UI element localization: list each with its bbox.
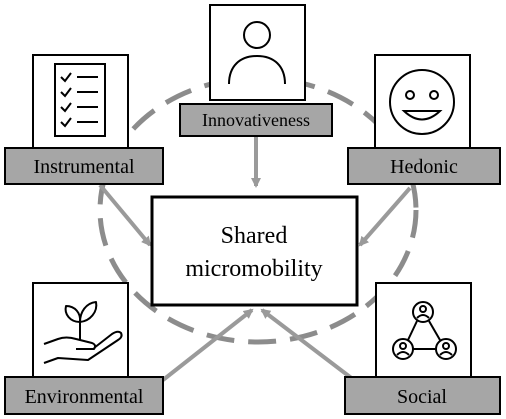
instrumental-icon-box: [32, 54, 129, 151]
innovativeness-label: Innovativeness: [202, 110, 310, 130]
environmental-label: Environmental: [25, 386, 144, 408]
center-box: [150, 195, 359, 307]
factor-instrumental: Instrumental: [4, 54, 164, 185]
instrumental-label-box: [4, 147, 164, 185]
hedonic-label: Hedonic: [390, 156, 458, 178]
environmental-label-box: [4, 376, 164, 415]
factor-innovativeness: Innovativeness: [179, 4, 333, 137]
social-icon-box: [375, 282, 472, 379]
person-icon: [228, 21, 286, 85]
social-label-box: [344, 376, 501, 415]
center-label-line2: micromobility: [185, 256, 322, 282]
arrow-social: [260, 308, 356, 382]
plant-in-hand-icon: [43, 301, 123, 364]
innovativeness-label-box: [179, 103, 333, 137]
arrow-instrumental: [98, 183, 152, 247]
factor-social: Social: [344, 282, 501, 415]
factor-environmental: Environmental: [4, 282, 164, 415]
factor-hedonic: Hedonic: [347, 54, 501, 185]
center-node: Shared micromobility: [150, 195, 359, 307]
smiley-icon: [389, 69, 455, 135]
arrows: [98, 137, 412, 382]
innovativeness-icon-box: [209, 4, 306, 101]
network-people-icon: [392, 301, 457, 360]
instrumental-label: Instrumental: [33, 156, 135, 178]
center-label-line1: Shared: [221, 223, 288, 249]
checklist-icon: [54, 63, 106, 137]
social-label: Social: [397, 386, 447, 408]
hedonic-label-box: [347, 147, 501, 185]
arrow-environmental: [161, 308, 254, 382]
arrow-hedonic: [358, 186, 412, 247]
